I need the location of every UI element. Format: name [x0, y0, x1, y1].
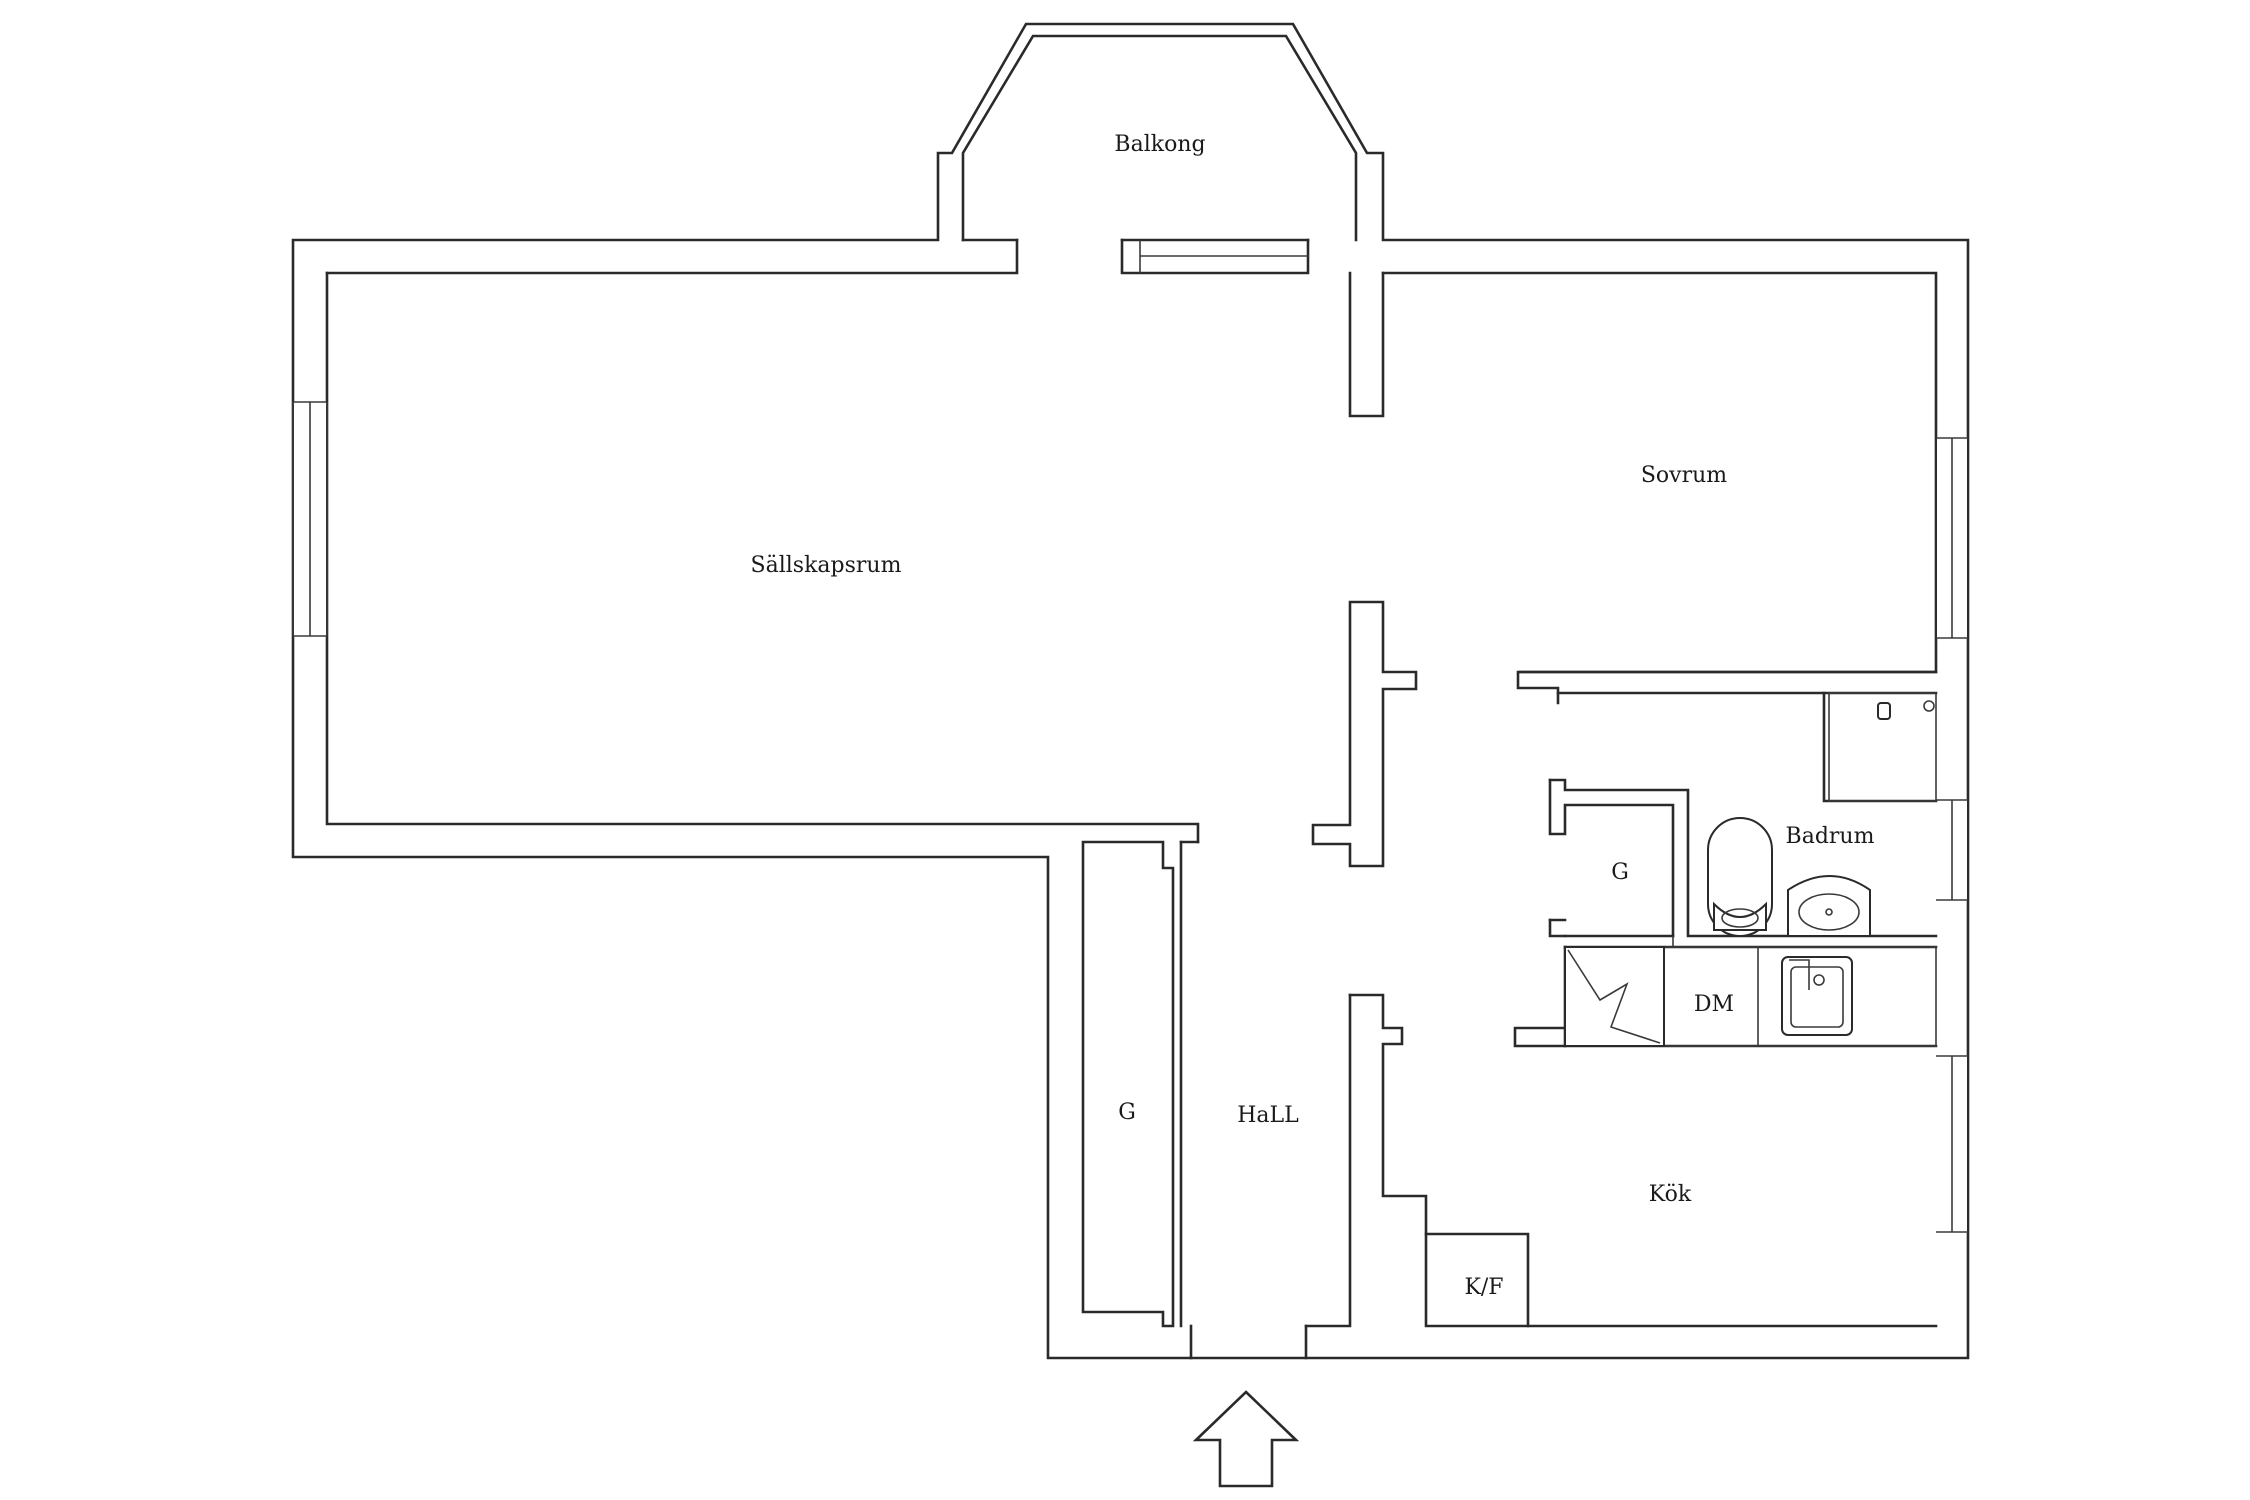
- room-label-sovrum: Sovrum: [1641, 463, 1727, 488]
- room-label-kf: K/F: [1464, 1275, 1503, 1300]
- balcony: [961, 34, 1358, 273]
- windows: [292, 401, 1968, 1233]
- room-label-dm: DM: [1694, 992, 1734, 1017]
- outer-walls: [291, 22, 1970, 1360]
- room-label-garderob-hall: G: [1118, 1100, 1136, 1125]
- kitchen-sink-icon: [1781, 956, 1853, 1036]
- arrow-up-icon: [1192, 1390, 1300, 1488]
- toilet-icon: [1707, 817, 1773, 937]
- interior-walls: [1304, 271, 1938, 1328]
- room-label-balkong: Balkong: [1114, 132, 1205, 157]
- washbasin-icon: [1787, 875, 1871, 937]
- room-label-badrum: Badrum: [1786, 824, 1875, 849]
- shower-icon: [1828, 692, 1937, 802]
- room-label-hall: HaLL: [1237, 1103, 1299, 1128]
- stove-icon: [1564, 946, 1665, 1047]
- room-label-garderob-bath: G: [1611, 860, 1629, 885]
- room-label-sallskapsrum: Sällskapsrum: [751, 553, 902, 578]
- room-label-kok: Kök: [1649, 1182, 1692, 1207]
